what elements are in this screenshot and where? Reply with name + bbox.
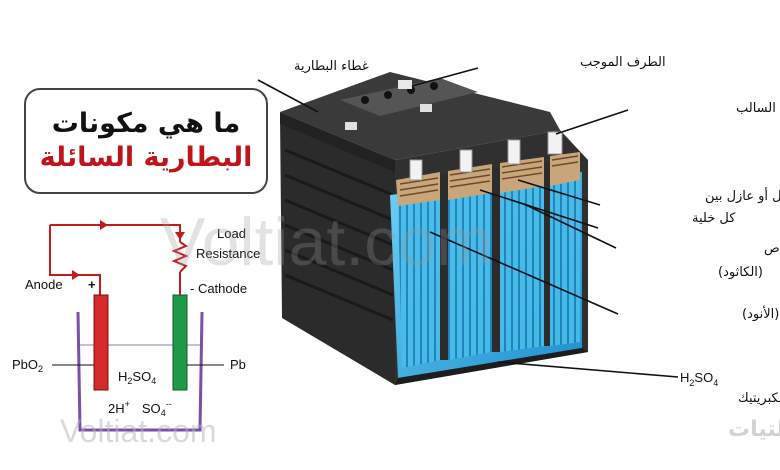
label-acid-name: حمض الكبريتيك — [738, 391, 780, 406]
battery-lid — [280, 72, 560, 160]
beaker — [76, 311, 204, 432]
label-acid-formula: H2SO4 — [680, 370, 718, 388]
load-label-2: Resistance — [196, 246, 260, 261]
title-line-1: ما هي مكونات — [51, 108, 241, 140]
label-cover: غطاء البطارية — [294, 59, 369, 74]
anode-label: Anode — [25, 277, 63, 292]
cell-plates — [398, 176, 580, 368]
label-positive-terminal: الطرف الموجب — [580, 55, 666, 70]
cathode-label: - Cathode — [190, 281, 247, 296]
pbo2-label: PbO2 — [12, 357, 43, 374]
battery-lid-edge — [280, 112, 395, 172]
title-box: ما هي مكونات البطارية السائلة — [24, 88, 268, 194]
watermark-center: Voltiat.com — [160, 204, 493, 280]
watermark-bottom-right: موقع فولتيات — [728, 417, 780, 442]
cell-posts — [409, 131, 563, 181]
battery-illustration — [280, 72, 588, 385]
plate-tops — [396, 152, 580, 206]
callout-lines — [257, 67, 679, 378]
label-cathode-1: ثاني أكسيد الرصاص — [764, 239, 780, 256]
circuit-diagram — [49, 220, 224, 432]
label-cathode-2: (الكاثود) — [718, 265, 763, 280]
current-arrow-left — [72, 270, 80, 280]
watermark-bottom-left: Voltiat.com — [60, 413, 217, 449]
label-separator-1: فاصل أو عازل بين — [705, 187, 780, 204]
ions-label: 2H+SO4-- — [108, 399, 172, 418]
current-arrow-top — [100, 220, 108, 230]
vent-strip — [340, 78, 478, 116]
load-label-1: Load — [217, 226, 246, 241]
current-arrow-right — [175, 232, 185, 240]
label-anode: الرصاص (الأنود) — [742, 305, 780, 322]
pb-label: Pb — [230, 357, 246, 372]
anode-electrode — [93, 294, 109, 391]
load-resistor — [171, 241, 189, 273]
label-negative-terminal: الطرف السالب — [736, 101, 780, 116]
battery-side-ribs — [284, 148, 394, 322]
cathode-electrode — [172, 294, 188, 391]
plus-sign: + — [88, 277, 96, 292]
negative-terminal-post — [547, 131, 563, 155]
positive-terminal-post — [398, 80, 412, 89]
label-separator-2: كل خلية — [692, 211, 736, 226]
h2so4-label: H2SO4 — [118, 369, 156, 386]
title-line-2: البطارية السائلة — [39, 142, 253, 173]
